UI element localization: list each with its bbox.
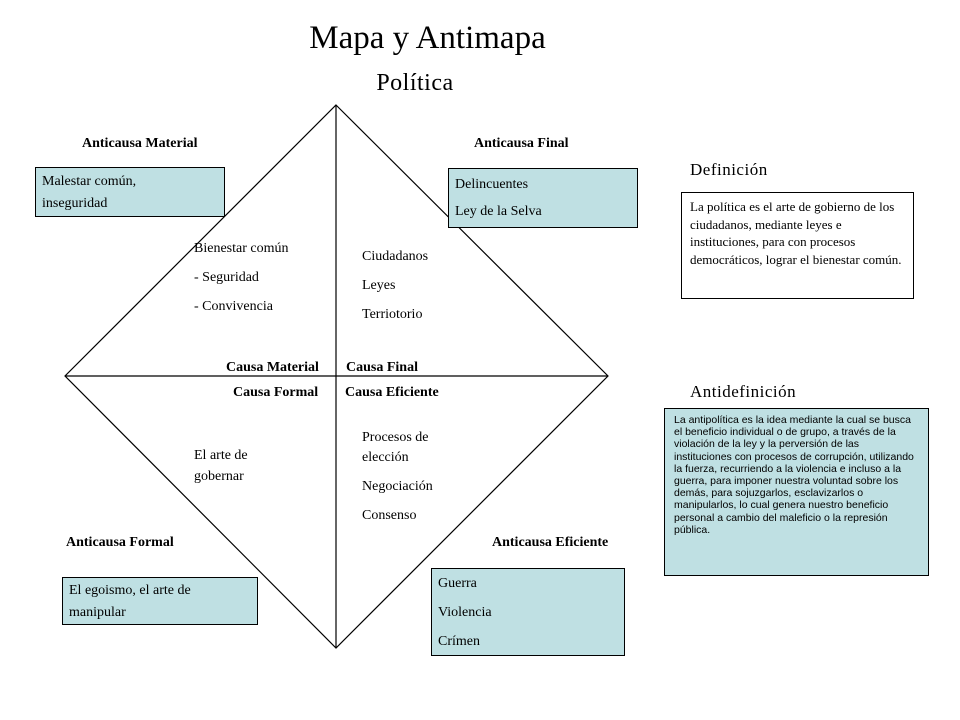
causa-final-content: Ciudadanos Leyes Terriotorio [362, 242, 428, 329]
causa-eficiente-label: Causa Eficiente [345, 385, 439, 400]
causa-final-label: Causa Final [346, 360, 418, 375]
anticausa-final-line: Ley de la Selva [455, 204, 542, 219]
causa-material-line: - Seguridad [194, 270, 259, 285]
anticausa-eficiente-box: Guerra Violencia Crímen [431, 568, 625, 656]
anticausa-material-heading: Anticausa Material [82, 136, 198, 151]
causa-eficiente-line: Consenso [362, 508, 417, 523]
causa-eficiente-line: elección [362, 450, 409, 465]
antidefinicion-heading: Antidefinición [690, 382, 797, 401]
anticausa-final-heading: Anticausa Final [474, 136, 569, 151]
causa-eficiente-line: Negociación [362, 479, 433, 494]
anticausa-eficiente-line: Guerra [438, 576, 477, 591]
anticausa-formal-line: manipular [69, 605, 126, 620]
causa-eficiente-content: Procesos de elección Negociación Consens… [362, 428, 433, 530]
causa-final-line: Leyes [362, 278, 396, 293]
causa-material-line: - Convivencia [194, 299, 273, 314]
causa-material-label: Causa Material [226, 360, 319, 375]
anticausa-material-line: inseguridad [42, 196, 108, 211]
causa-material-line: Bienestar común [194, 241, 289, 256]
definicion-box: La política es el arte de gobierno de lo… [681, 192, 914, 299]
anticausa-formal-heading: Anticausa Formal [66, 535, 174, 550]
causa-formal-label: Causa Formal [233, 385, 319, 400]
anticausa-material-box: Malestar común, inseguridad [35, 167, 225, 217]
causa-eficiente-line: Procesos de [362, 430, 429, 445]
antidefinicion-text: La antipolítica es la idea mediante la c… [674, 414, 914, 536]
causa-formal-content: El arte de gobernar [194, 445, 248, 487]
definicion-heading: Definición [690, 160, 768, 179]
causa-final-line: Ciudadanos [362, 249, 429, 264]
anticausa-material-line: Malestar común, [42, 174, 137, 189]
causa-formal-line: gobernar [194, 469, 244, 484]
anticausa-eficiente-line: Crímen [438, 634, 480, 649]
antidefinicion-box: La antipolítica es la idea mediante la c… [664, 408, 929, 576]
causa-final-line: Terriotorio [362, 307, 423, 322]
anticausa-formal-line: El egoismo, el arte de [69, 583, 191, 598]
causa-formal-line: El arte de [194, 448, 248, 463]
causa-material-content: Bienestar común - Seguridad - Convivenci… [194, 234, 288, 321]
anticausa-final-box: Delincuentes Ley de la Selva [448, 168, 638, 228]
page-title: Mapa y Antimapa [309, 20, 546, 56]
anticausa-eficiente-heading: Anticausa Eficiente [492, 535, 609, 550]
anticausa-eficiente-line: Violencia [438, 605, 492, 620]
anticausa-formal-box: El egoismo, el arte de manipular [62, 577, 258, 625]
definicion-text: La política es el arte de gobierno de lo… [690, 199, 902, 267]
page-subtitle: Política [376, 70, 454, 96]
anticausa-final-line: Delincuentes [455, 177, 529, 192]
